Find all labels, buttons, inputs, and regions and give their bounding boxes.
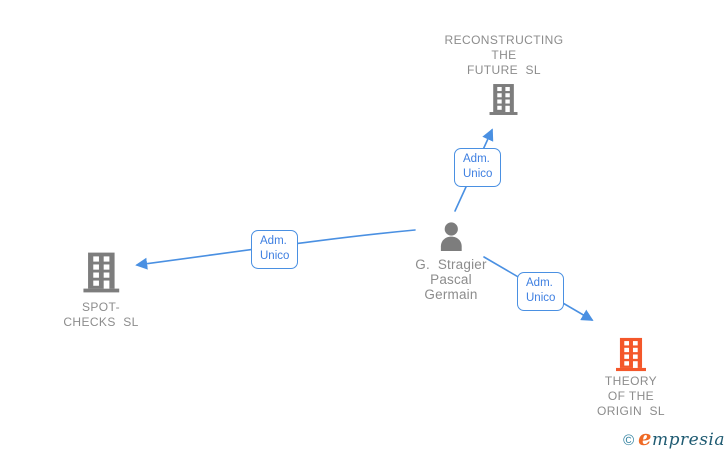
person-icon <box>440 222 462 251</box>
company-name-label: SPOT- CHECKS SL <box>63 300 139 329</box>
company-name-label: RECONSTRUCTING THE FUTURE SL <box>444 33 564 77</box>
node-reconstructing-the-future[interactable]: RECONSTRUCTING THE FUTURE SL <box>445 33 564 115</box>
brand-rest: mpresia <box>652 430 725 450</box>
company-name-label: THEORY OF THE ORIGIN SL <box>596 374 666 418</box>
building-icon <box>615 337 646 372</box>
brand-initial: e <box>638 425 652 450</box>
building-icon <box>490 84 518 115</box>
edge-label-adm-unico-right: Adm. Unico <box>517 272 565 311</box>
node-spot-checks[interactable]: SPOT- CHECKS SL <box>63 252 138 330</box>
node-person-g-stragier[interactable]: G. Stragier Pascal Germain <box>415 222 487 302</box>
building-icon <box>82 252 119 293</box>
empresia-watermark: © empresia <box>623 425 725 450</box>
person-name-label: G. Stragier Pascal Germain <box>415 257 487 302</box>
brand-wordmark: empresia <box>638 425 725 450</box>
copyright-icon: © <box>623 432 635 449</box>
node-theory-of-the-origin[interactable]: THEORY OF THE ORIGIN SL <box>597 337 665 419</box>
edge-label-adm-unico-top: Adm. Unico <box>454 148 502 187</box>
edge-label-adm-unico-left: Adm. Unico <box>251 230 299 269</box>
